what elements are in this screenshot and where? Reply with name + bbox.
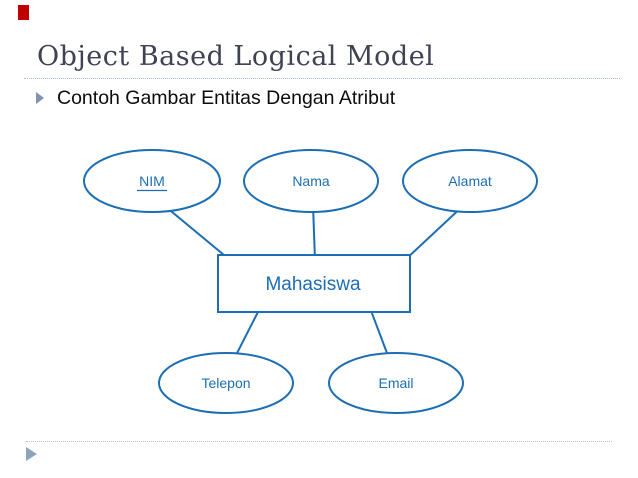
attribute-label-telepon: Telepon — [201, 375, 250, 391]
bullet-arrow-icon — [36, 92, 44, 104]
theme-red-bookmark-icon — [18, 5, 29, 20]
footer-divider — [26, 441, 612, 442]
footer-arrow-icon — [26, 447, 37, 461]
attribute-ellipse-nama — [243, 149, 379, 213]
edge-nama-entity — [312, 204, 316, 261]
attribute-ellipse-telepon — [158, 352, 294, 414]
attribute-label-nim: NIM — [139, 173, 165, 189]
attribute-ellipse-nim — [83, 149, 221, 213]
bullet-text: Contoh Gambar Entitas Dengan Atribut — [57, 87, 396, 109]
attribute-ellipse-email — [328, 352, 464, 414]
attribute-ellipse-alamat — [402, 149, 538, 213]
attribute-label-alamat: Alamat — [448, 173, 492, 189]
attribute-label-email: Email — [378, 375, 413, 391]
edge-telepon-entity — [232, 307, 261, 362]
edge-email-entity — [369, 307, 391, 362]
slide-title: Object Based Logical Model — [37, 41, 435, 72]
entity-rect-mahasiswa — [217, 254, 411, 313]
entity-label-mahasiswa: Mahasiswa — [265, 274, 360, 295]
attribute-label-nama: Nama — [292, 173, 330, 189]
title-divider — [24, 78, 620, 79]
edge-alamat-entity — [404, 203, 466, 261]
